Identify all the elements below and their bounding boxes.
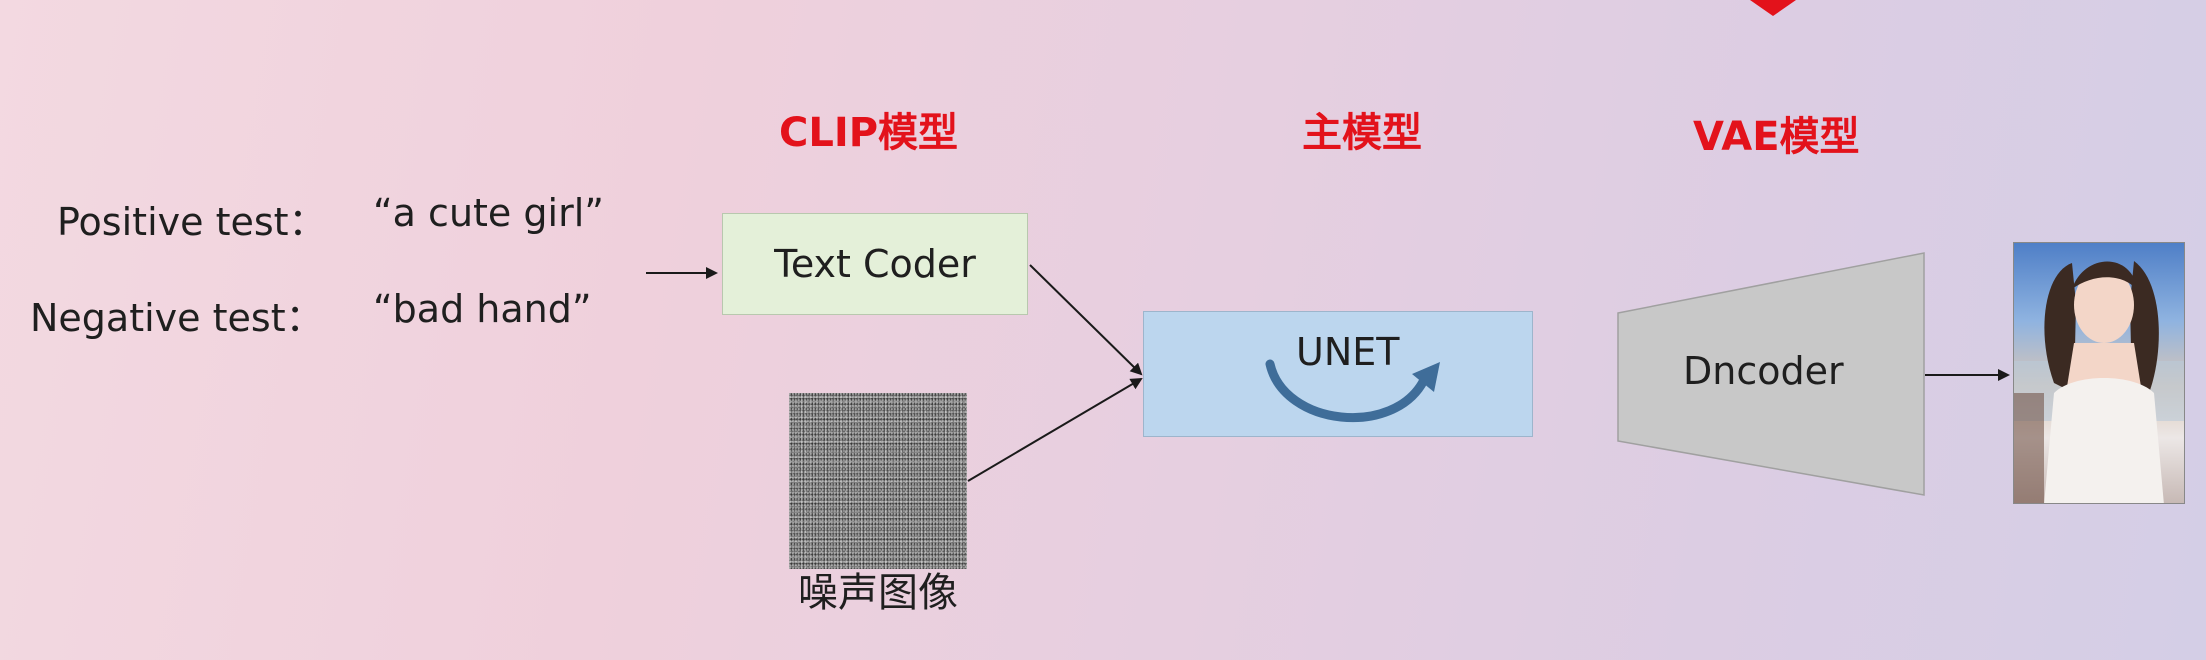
output-portrait-image: [2013, 242, 2185, 504]
positive-prompt-label: Positive test：: [57, 200, 327, 244]
text-coder-label: Text Coder: [774, 242, 976, 286]
noise-to-unet-arrow: [967, 377, 1143, 482]
negative-prompt-value: “bad hand”: [373, 287, 592, 331]
noise-image-caption: 噪声图像: [798, 570, 958, 616]
top-marker-icon: [1750, 0, 1796, 16]
unet-block: UNET: [1143, 311, 1533, 437]
text-coder-block: Text Coder: [722, 213, 1028, 315]
unet-curve-arrow-icon: [1265, 359, 1440, 423]
portrait-photo-icon: [2014, 261, 2184, 503]
main-model-heading: 主模型: [1302, 110, 1422, 156]
decoder-block: [1617, 252, 1925, 496]
decoder-label: Dncoder: [1683, 349, 1844, 393]
text-coder-to-unet-arrow: [1029, 264, 1143, 376]
positive-prompt-value: “a cute girl”: [373, 191, 604, 235]
negative-prompt-label: Negative test：: [30, 296, 324, 340]
noise-image: [789, 393, 967, 569]
vae-model-heading: VAE模型: [1693, 114, 1860, 160]
clip-model-heading: CLIP模型: [779, 110, 959, 156]
unet-label: UNET: [1296, 330, 1400, 374]
